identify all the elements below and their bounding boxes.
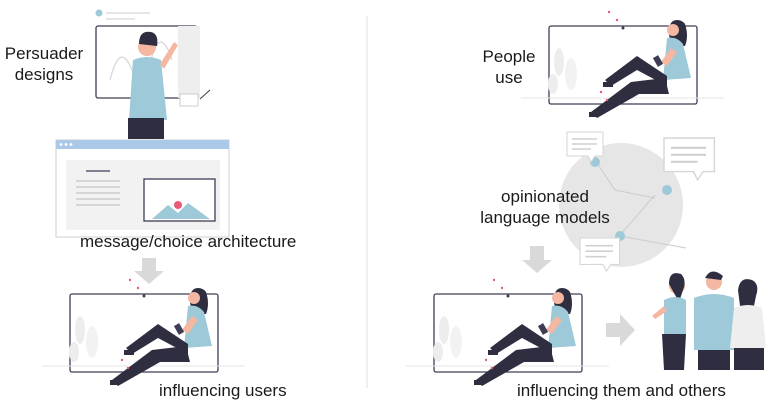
persuader-label: Persuader designs [4,43,84,85]
left-outcome-label: influencing users [159,381,287,400]
people-group-illustration [652,271,766,370]
right-outcome-label: influencing them and others [517,381,726,400]
people-use-label: People use [477,46,541,88]
persuader-label-line1: Persuader [4,44,84,63]
down-arrow-right [522,246,552,273]
browser-window-illustration [55,139,230,238]
persuader-label-line2: designs [14,65,74,84]
language-models-label: opinionated language models [470,186,620,228]
architecture-label: message/choice architecture [80,232,297,251]
designer-illustration [95,9,211,139]
people-use-label-line1: People [482,47,536,66]
people-use-label-line2: use [495,68,523,87]
language-model-illustration [559,131,716,272]
user-on-phone-illustration-top [520,10,725,119]
right-arrow [606,314,635,346]
down-arrow-left [134,258,164,284]
language-models-label-line1: opinionated [501,187,589,206]
user-on-phone-illustration-right [405,278,610,387]
user-on-phone-illustration-left [41,278,246,387]
language-models-label-line2: language models [480,208,610,227]
